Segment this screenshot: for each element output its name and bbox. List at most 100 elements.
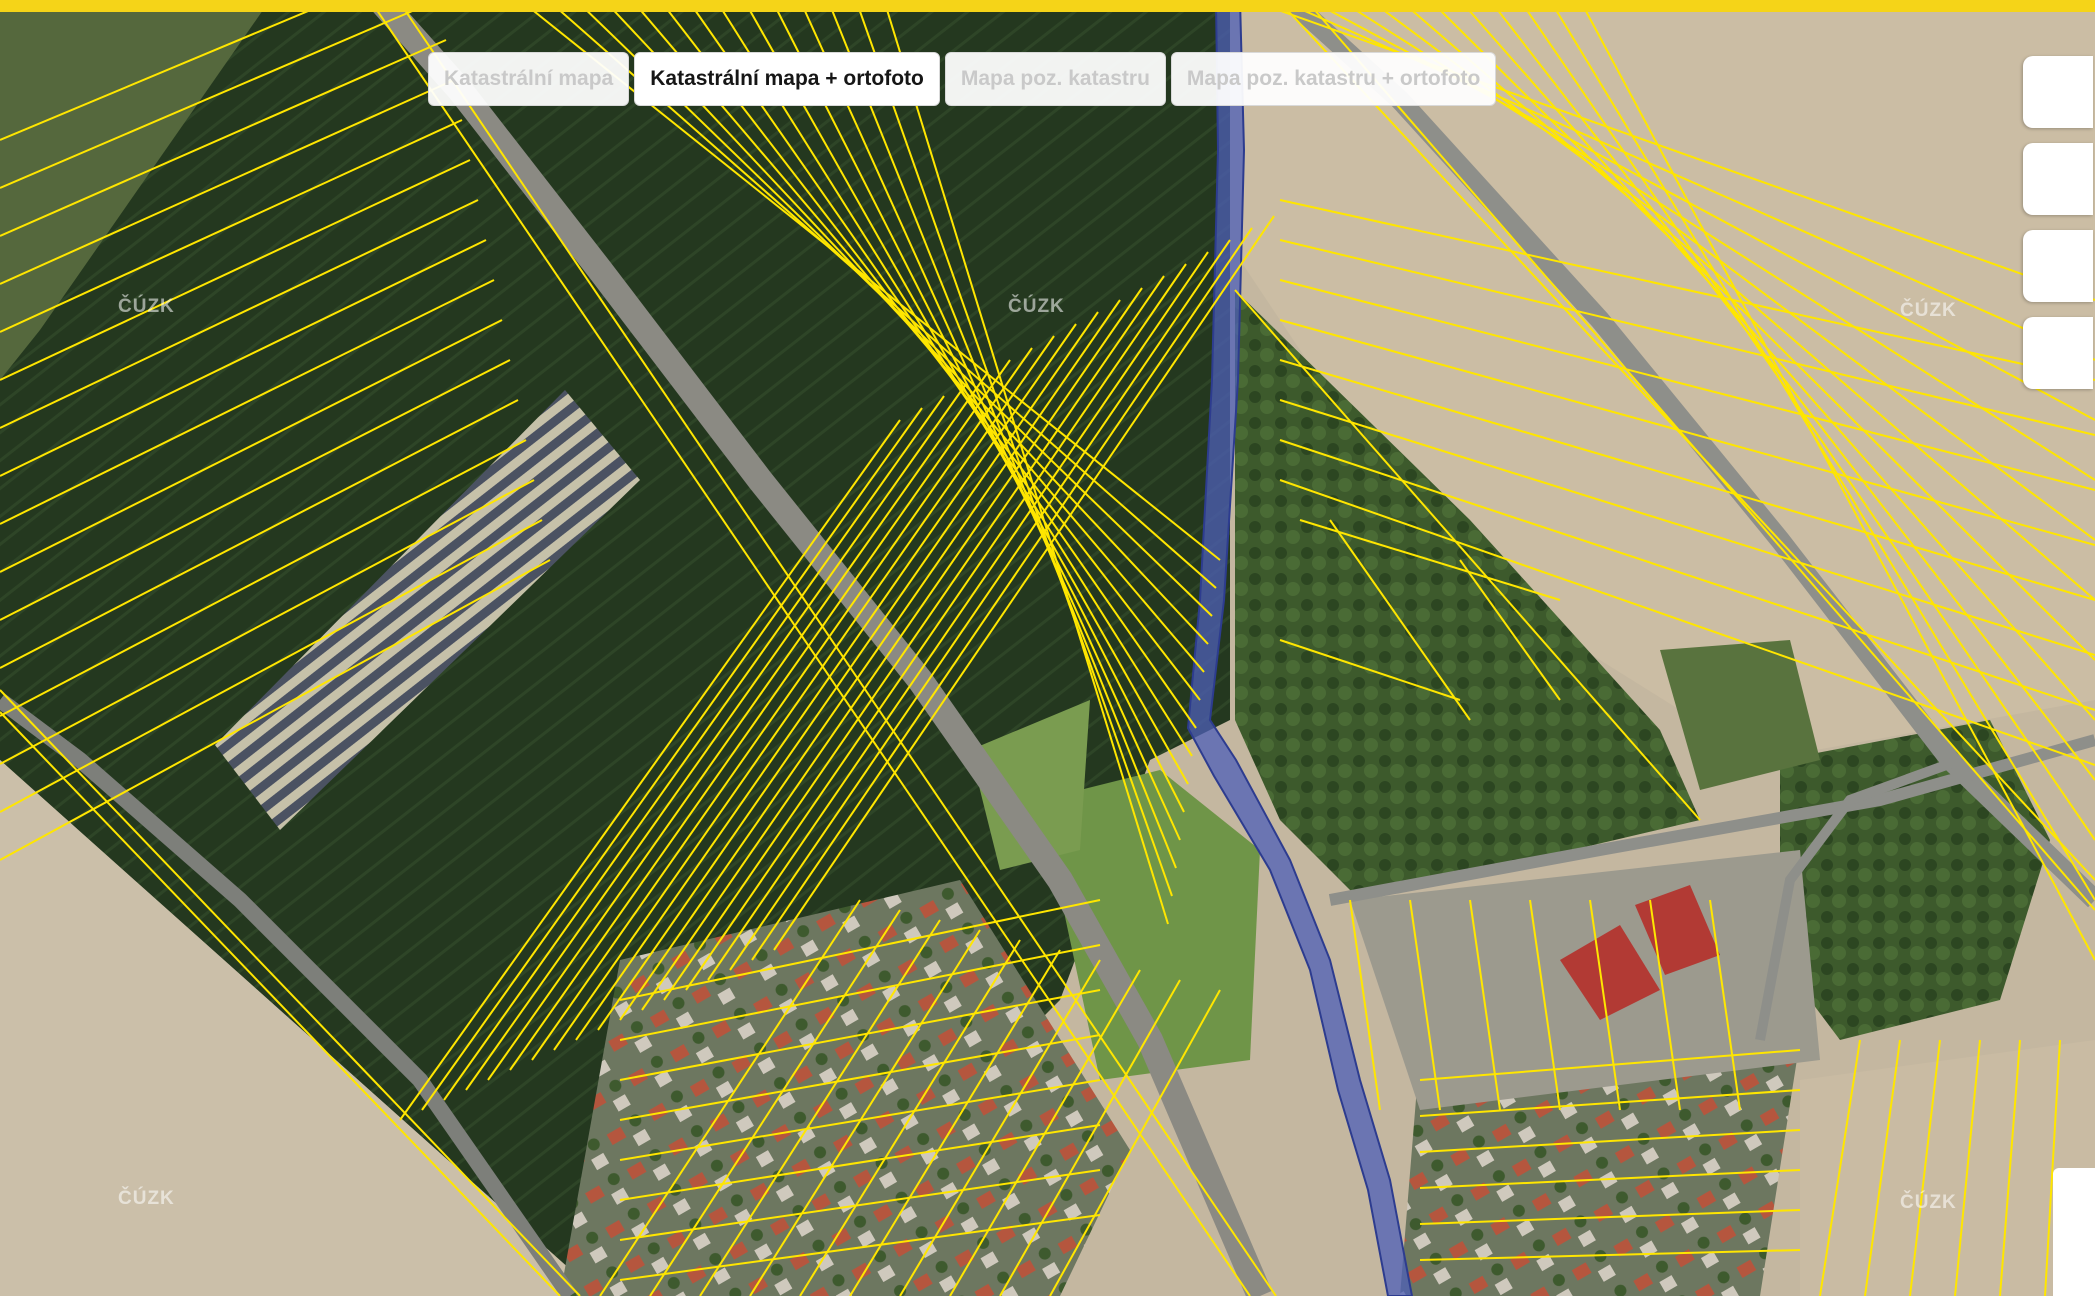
parcel-boundary xyxy=(771,0,1185,813)
parcel-boundary xyxy=(649,909,901,1296)
map-control-button[interactable] xyxy=(2023,230,2093,302)
layer-button-land-register-map[interactable]: Mapa poz. katastru xyxy=(944,52,1166,106)
highlighted-parcel[interactable] xyxy=(1186,0,1414,1296)
parcel-boundary xyxy=(729,239,1231,971)
parcel-boundary xyxy=(1419,1049,1801,1081)
parcel-boundary xyxy=(699,919,941,1296)
solar-park xyxy=(215,390,640,830)
parcel-boundary xyxy=(1279,199,2095,381)
parcel-boundary xyxy=(715,0,1193,757)
road-curve xyxy=(1755,755,1962,1041)
parcel-boundary xyxy=(0,39,447,237)
parcel-boundary xyxy=(1909,1039,1941,1296)
parcel-boundary xyxy=(1429,0,2095,661)
cuzk-watermark: ČÚZK xyxy=(1900,1192,1957,1213)
map-control-button[interactable] xyxy=(2023,56,2093,128)
parcel-boundary xyxy=(0,279,495,525)
parcel-boundary xyxy=(619,1079,1101,1161)
parcel-boundary xyxy=(1819,1039,1861,1296)
parcel-boundary xyxy=(0,159,471,381)
parcel-boundary xyxy=(599,899,861,1296)
parcel-boundary xyxy=(751,227,1253,961)
parcel-boundary xyxy=(659,0,1201,701)
parcel-boundary xyxy=(1419,1209,1801,1225)
layer-button-land-register-orthophoto[interactable]: Mapa poz. katastru + ortofoto xyxy=(1170,52,1497,106)
parcel-boundary xyxy=(1864,1039,1901,1296)
parcel-boundary xyxy=(619,989,1101,1081)
parcel-boundary xyxy=(743,0,1189,785)
map-control-button[interactable] xyxy=(2023,143,2093,215)
parcel-boundary xyxy=(707,251,1209,981)
parcel-boundary xyxy=(799,939,1021,1296)
parcel-boundary xyxy=(1709,899,1741,1111)
parcel-boundary xyxy=(0,359,511,621)
parcel-boundary xyxy=(999,979,1181,1296)
residential-area xyxy=(560,880,1130,1296)
top-accent-bar xyxy=(0,0,2095,12)
cuzk-watermark: ČÚZK xyxy=(118,1188,175,1209)
parcel-boundary xyxy=(749,929,981,1296)
parcel-boundary xyxy=(0,79,455,285)
parcel-boundary xyxy=(1234,289,1701,821)
parcel-boundary xyxy=(1954,1039,1981,1296)
parcel-boundary xyxy=(0,519,543,813)
parcel-boundary xyxy=(619,1124,1101,1201)
map-control-panel[interactable] xyxy=(2053,1168,2095,1296)
parcel-boundary xyxy=(1999,1039,2021,1296)
parcel-boundary xyxy=(531,347,1033,1061)
parcel-boundary xyxy=(0,0,439,189)
parcel-boundary xyxy=(855,0,1173,897)
map-side-controls xyxy=(2023,56,2095,389)
parcel-boundary xyxy=(2044,1039,2061,1296)
parcel-boundary xyxy=(685,263,1187,991)
parcel-boundary xyxy=(1279,639,1461,701)
parcel-boundary xyxy=(641,287,1143,1011)
parcel-boundary xyxy=(1049,989,1221,1296)
parcel-boundary xyxy=(1279,279,2095,491)
parcel-boundary xyxy=(369,0,1251,1296)
parcel-boundary xyxy=(1489,0,2095,781)
parcel-boundary xyxy=(1419,1089,1801,1117)
parcel-boundary xyxy=(0,0,338,141)
parcel-boundary xyxy=(1409,899,1441,1111)
map-control-button[interactable] xyxy=(2023,317,2093,389)
parcel-boundary xyxy=(1279,479,2095,766)
parcel-boundary xyxy=(663,275,1165,1001)
parcel-boundary xyxy=(597,311,1099,1031)
parcel-boundary xyxy=(465,383,967,1091)
bare-field-southwest xyxy=(0,760,600,1296)
parcel-boundary xyxy=(619,299,1121,1021)
layer-button-cadastral-map[interactable]: Katastrální mapa xyxy=(428,52,630,106)
parcel-boundary xyxy=(1279,319,2095,546)
parcel-boundary xyxy=(0,319,503,573)
parcel-boundary xyxy=(1279,399,2095,656)
parcel-boundary xyxy=(687,0,1197,729)
parcel-boundary xyxy=(0,479,535,765)
parcel-boundary xyxy=(799,0,1181,841)
red-roof-building xyxy=(1560,925,1660,1020)
road-west xyxy=(0,693,577,1296)
parcel-boundary xyxy=(849,949,1061,1296)
parcel-boundary xyxy=(1519,0,2095,841)
cuzk-watermark: ČÚZK xyxy=(1900,300,1957,321)
parcel-boundary xyxy=(619,899,1101,1001)
parcel-boundary xyxy=(1419,1249,1801,1261)
parcel-boundary xyxy=(1279,239,2095,436)
parcel-boundary xyxy=(0,119,463,333)
woodland xyxy=(1235,290,1700,900)
parcel-boundary xyxy=(487,371,989,1081)
parcel-boundary xyxy=(1399,0,2095,601)
meadow-small xyxy=(970,700,1090,870)
parcel-boundary xyxy=(443,395,945,1101)
parcel-boundary xyxy=(0,199,479,429)
bare-field-southeast xyxy=(1800,1040,2095,1296)
layer-button-cadastral-orthophoto[interactable]: Katastrální mapa + ortofoto xyxy=(634,52,940,106)
parcel-boundary xyxy=(827,0,1177,869)
green-plot xyxy=(1660,640,1820,790)
parcel-boundary xyxy=(619,944,1101,1041)
parcel-boundary xyxy=(1579,0,2095,961)
parcel-boundary xyxy=(619,1034,1101,1121)
